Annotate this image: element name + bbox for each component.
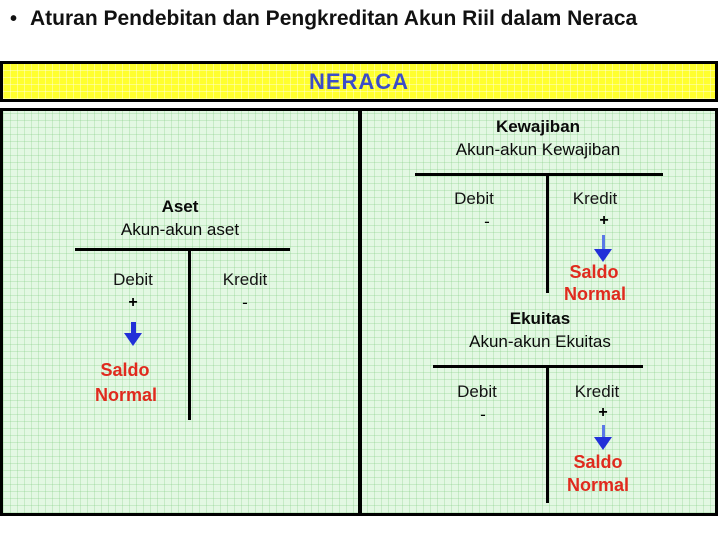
kredit-sign: + [598,404,608,421]
kredit-label: Kredit [222,270,268,289]
debit-sign: - [484,212,490,231]
saldo-normal-line2: Normal [563,284,626,304]
down-arrow-icon [602,425,605,438]
debit-sign: + [128,294,138,311]
down-arrow-head-icon [594,249,612,262]
t-account-top-line [75,248,290,251]
neraca-banner-label: NERACA [308,68,410,94]
kredit-sign: + [599,212,609,229]
panel-divider-line [358,108,362,516]
kredit-label: Kredit [572,189,618,208]
debit-sign: - [480,405,486,424]
debit-label: Debit [454,189,494,208]
account-heading-kewajiban: Kewajiban [495,117,581,136]
neraca-banner: NERACA [0,61,718,102]
kredit-label: Kredit [574,382,620,401]
debit-label: Debit [457,382,497,401]
account-heading-aset: Aset [161,197,199,216]
down-arrow-head-icon [124,333,142,346]
account-subheading-kewajiban: Akun-akun Kewajiban [455,140,621,159]
account-subheading-aset: Akun-akun aset [120,220,240,239]
down-arrow-icon [602,235,605,250]
saldo-normal-line1: Saldo [100,360,150,380]
t-account-center-line [546,173,549,293]
kredit-sign: - [242,293,248,312]
saldo-normal-line1: Saldo [573,452,623,472]
t-account-center-line [188,248,191,420]
slide-title: Aturan Pendebitan dan Pengkreditan Akun … [30,7,638,30]
t-account-top-line [433,365,643,368]
saldo-normal-line1: Saldo [569,262,619,282]
debit-label: Debit [113,270,153,289]
account-heading-ekuitas: Ekuitas [509,309,571,328]
t-account-center-line [546,365,549,503]
saldo-normal-line2: Normal [566,475,629,495]
account-subheading-ekuitas: Akun-akun Ekuitas [469,332,611,351]
t-account-top-line [415,173,663,176]
bullet-marker: • [10,8,18,30]
down-arrow-icon [131,322,136,334]
down-arrow-head-icon [594,437,612,450]
saldo-normal-line2: Normal [94,385,157,405]
